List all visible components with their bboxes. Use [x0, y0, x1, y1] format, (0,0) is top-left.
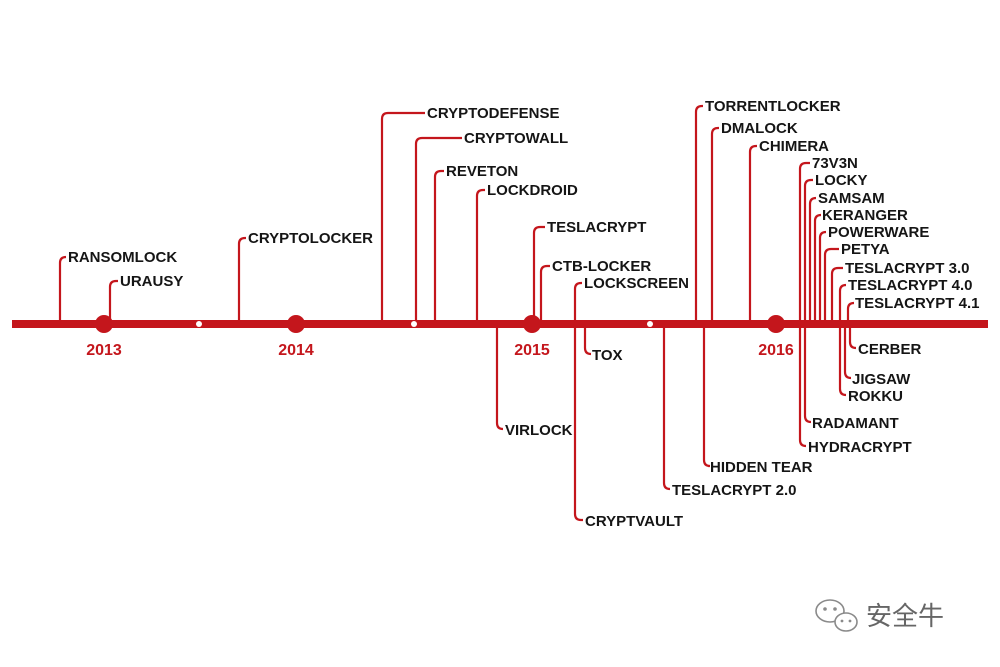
year-labels: 2013 2014 2015 2016: [86, 342, 794, 359]
leader-line-lockdroid: [475, 188, 485, 324]
leader-line-dmalock: [710, 126, 719, 324]
leader-line-hydracrypt: [798, 324, 807, 448]
label-virlock: VIRLOCK: [505, 422, 573, 439]
label-teslacrypt-2-0: TESLACRYPT 2.0: [672, 482, 796, 499]
year-label-2014: 2014: [278, 342, 314, 359]
label-keranger: KERANGER: [822, 207, 908, 224]
leader-line-keranger: [813, 213, 822, 324]
leader-line-chimera: [748, 144, 757, 324]
leader-line-torrentlocker: [694, 104, 703, 324]
label-radamant: RADAMANT: [812, 415, 899, 432]
leader-line-tox: [583, 324, 592, 356]
leader-line-cryptodefense: [380, 111, 425, 324]
label-ctb-locker: CTB-LOCKER: [552, 258, 651, 275]
label-reveton: REVETON: [446, 163, 518, 180]
label-ransomlock: RANSOMLOCK: [68, 249, 177, 266]
leader-line-reveton: [433, 169, 444, 324]
leader-line-teslacrypt: [532, 225, 545, 324]
label-lockscreen: LOCKSCREEN: [584, 275, 689, 292]
leader-line-73v3n: [798, 161, 810, 324]
leader-lines: [58, 104, 857, 522]
label-73v3n: 73V3N: [812, 155, 858, 172]
label-cryptowall: CRYPTOWALL: [464, 130, 568, 147]
year-label-2013: 2013: [86, 342, 122, 359]
year-label-2015: 2015: [514, 342, 550, 359]
leader-line-cryptvault: [573, 324, 583, 522]
label-samsam: SAMSAM: [818, 190, 885, 207]
label-cryptolocker: CRYPTOLOCKER: [248, 230, 373, 247]
label-torrentlocker: TORRENTLOCKER: [705, 98, 841, 115]
leader-line-jigsaw: [843, 324, 852, 380]
label-hydracrypt: HYDRACRYPT: [808, 439, 912, 456]
leader-line-locky: [803, 178, 813, 324]
leader-line-cryptolocker: [237, 236, 246, 324]
label-teslacrypt-4-0: TESLACRYPT 4.0: [848, 277, 972, 294]
timeline-axis: [12, 320, 988, 328]
leader-line-hidden-tear: [702, 324, 711, 468]
label-teslacrypt-3-0: TESLACRYPT 3.0: [845, 260, 969, 277]
label-rokku: ROKKU: [848, 388, 903, 405]
label-urausy: URAUSY: [120, 273, 183, 290]
mid-year-marker-2: [411, 321, 417, 327]
year-dot-2013: [95, 315, 113, 333]
timeline-dots: [95, 315, 785, 333]
label-dmalock: DMALOCK: [721, 120, 798, 137]
leader-line-petya: [823, 247, 839, 324]
label-teslacrypt: TESLACRYPT: [547, 219, 646, 236]
leader-line-samsam: [808, 196, 817, 324]
mid-year-marker-3: [647, 321, 653, 327]
label-lockdroid: LOCKDROID: [487, 182, 578, 199]
leader-line-teslacrypt-4-1: [846, 301, 855, 324]
leader-line-teslacrypt-3-0: [830, 266, 843, 324]
leader-line-rokku: [838, 324, 847, 397]
event-labels: RANSOMLOCK URAUSY CRYPTOLOCKER CRYPTODEFENS…: [68, 98, 979, 530]
label-jigsaw: JIGSAW: [852, 371, 911, 388]
year-dot-2014: [287, 315, 305, 333]
leader-line-ctb-locker: [539, 264, 550, 324]
leader-line-urausy: [108, 279, 118, 324]
label-tox: TOX: [592, 347, 623, 364]
leader-line-lockscreen: [573, 281, 582, 324]
wechat-icon: [815, 599, 858, 632]
label-teslacrypt-4-1: TESLACRYPT 4.1: [855, 295, 979, 312]
year-dot-2016: [767, 315, 785, 333]
mid-year-marker-1: [196, 321, 202, 327]
label-powerware: POWERWARE: [828, 224, 929, 241]
label-cerber: CERBER: [858, 341, 922, 358]
leader-line-ransomlock: [58, 255, 67, 324]
leader-line-teslacrypt-4-0: [838, 283, 847, 324]
leader-line-teslacrypt-2-0: [662, 324, 671, 491]
label-petya: PETYA: [841, 241, 890, 258]
label-cryptodefense: CRYPTODEFENSE: [427, 105, 560, 122]
label-cryptvault: CRYPTVAULT: [585, 513, 683, 530]
year-dot-2015: [523, 315, 541, 333]
leader-line-cryptowall: [414, 136, 462, 324]
label-locky: LOCKY: [815, 172, 868, 189]
leader-line-powerware: [818, 230, 827, 324]
watermark: 安全牛: [815, 599, 944, 632]
leader-line-radamant: [803, 324, 812, 424]
label-chimera: CHIMERA: [759, 138, 829, 155]
year-label-2016: 2016: [758, 342, 794, 359]
label-hidden-tear: HIDDEN TEAR: [710, 459, 813, 476]
leader-line-cerber: [848, 324, 857, 350]
leader-line-virlock: [495, 324, 504, 431]
watermark-text: 安全牛: [866, 602, 944, 632]
